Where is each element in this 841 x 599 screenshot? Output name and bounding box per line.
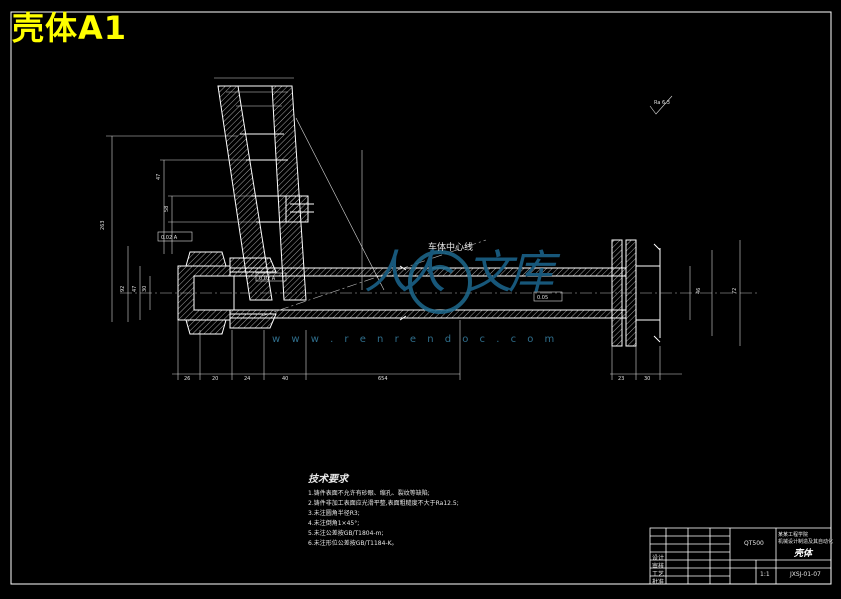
tech-line-4: 4.未注倒角1×45°; — [308, 520, 360, 527]
tech-line-6: 6.未注形位公差按GB/T1184-K。 — [308, 540, 398, 547]
dim-right-1: 46 — [696, 288, 702, 294]
centerline-label: 车体中心线 — [428, 243, 474, 253]
watermark-char-4: 库 — [508, 245, 554, 299]
title-block-row-4: 批准 — [652, 579, 665, 586]
dim-left-3: 58 — [164, 206, 170, 212]
dim-bottom-2: 20 — [212, 376, 218, 382]
sheet-corner-title: 壳体A1 — [12, 9, 128, 47]
title-block-school-2: 机械设计制造及其自动化 — [778, 539, 834, 545]
roughness-note: Ra 6.3 — [654, 100, 670, 106]
watermark-char-2: 人 — [400, 245, 446, 299]
dimension-labels: 26 20 24 40 654 23 30 263 47 58 92 47 30… — [100, 100, 738, 382]
title-block-material: QT500 — [744, 540, 764, 547]
tech-line-5: 5.未注公差按GB/T1804-m; — [308, 530, 384, 537]
tolerance-frames — [157, 231, 563, 302]
dimensions — [106, 77, 741, 380]
dim-left-5: 47 — [132, 286, 138, 292]
tolerance-left-text: 0.02 A — [161, 235, 178, 241]
watermark-logo — [408, 250, 472, 314]
tech-line-1: 1.铸件表面不允许有砂眼、缩孔、裂纹等缺陷; — [308, 490, 430, 497]
tech-title: 技术要求 — [308, 474, 348, 485]
title-block-row-1: 设计 — [652, 555, 665, 562]
dim-bottom-5: 654 — [378, 376, 388, 382]
tech-line-3: 3.未注圆角半径R3; — [308, 510, 360, 517]
sheet-border — [10, 11, 832, 585]
dim-bottom-4: 40 — [282, 376, 288, 382]
dim-bottom-3: 24 — [244, 376, 250, 382]
dim-bottom-7: 30 — [644, 376, 650, 382]
dim-bottom-6: 23 — [618, 376, 624, 382]
inclined-boss — [217, 85, 314, 301]
tech-line-2: 2.铸件非加工表面应光滑平整,表面粗糙度不大于Ra12.5; — [308, 500, 459, 507]
title-block-row-2: 审核 — [652, 563, 665, 570]
tolerance-right-text: 0.05 — [537, 295, 548, 301]
dim-left-2: 47 — [156, 174, 162, 180]
title-block-drawing-no: JXSJ-01-07 — [790, 571, 821, 578]
technical-requirements: 技术要求 1.铸件表面不允许有砂眼、缩孔、裂纹等缺陷; 2.铸件非加工表面应光滑… — [308, 470, 459, 549]
tolerance-mid-text: 0.02 A — [259, 276, 276, 282]
watermark-char-3: 文 — [466, 245, 512, 299]
watermark-char-1: 人 — [364, 245, 410, 299]
title-block-part-name: 壳体 — [794, 549, 813, 559]
dim-right-2: 72 — [732, 288, 738, 294]
title-block-row-3: 工艺 — [652, 571, 665, 578]
title-block — [649, 527, 832, 585]
watermark-url: w w w . r e n r e n d o c . c o m — [272, 334, 559, 345]
title-block-school-1: 某某工程学院 — [778, 532, 809, 538]
dim-left-1: 263 — [100, 220, 106, 230]
dim-left-6: 30 — [142, 286, 148, 292]
title-block-scale: 1:1 — [760, 571, 770, 578]
dim-bottom-1: 26 — [184, 376, 190, 382]
dim-left-4: 92 — [120, 286, 126, 292]
